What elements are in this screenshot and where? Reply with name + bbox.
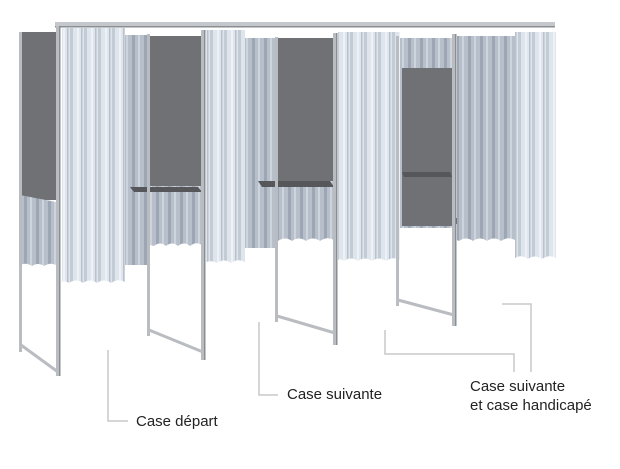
- booth-next-2: [245, 32, 400, 345]
- leader-line-accessible-b: [502, 303, 532, 372]
- label-next-text: Case suivante: [287, 386, 383, 403]
- label-start-booth: Case départ: [136, 412, 218, 431]
- booth-next-1: [125, 30, 245, 360]
- label-start-text: Case départ: [136, 413, 218, 430]
- booth-start: [19, 26, 125, 376]
- label-accessible-line1: Case suivante: [470, 378, 566, 395]
- booth-accessible: [396, 32, 556, 326]
- leader-lines: [107, 303, 532, 422]
- label-accessible-booth: Case suivante et case handicapé: [470, 377, 592, 415]
- leader-line-start: [107, 350, 128, 422]
- label-accessible-line2: et case handicapé: [470, 397, 592, 414]
- leader-line-next: [258, 322, 278, 396]
- leader-line-accessible-a: [384, 330, 515, 372]
- label-next-booth: Case suivante: [287, 385, 382, 404]
- top-rail: [55, 22, 555, 28]
